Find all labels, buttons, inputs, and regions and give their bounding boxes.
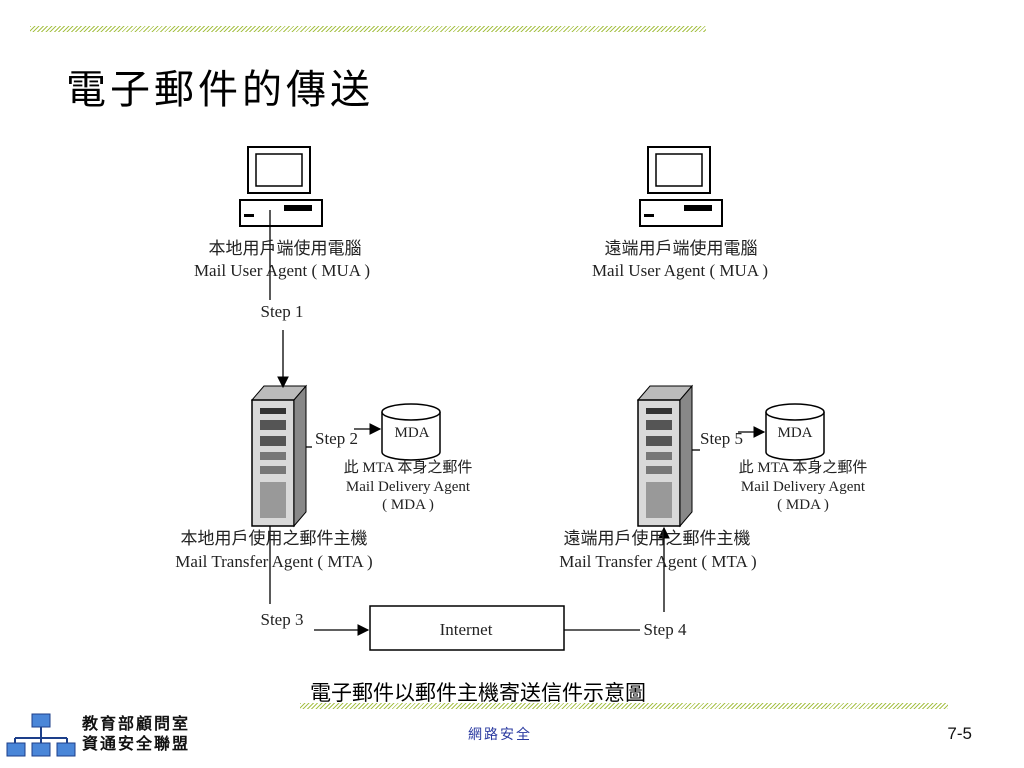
local-mda-desc-zh: 此 MTA 本身之郵件	[343, 460, 473, 476]
remote-mda-desc-abbr: ( MDA )	[777, 497, 829, 513]
diagram-caption: 電子郵件以郵件主機寄送信件示意圖	[310, 681, 646, 705]
slide-title: 電子郵件的傳送	[66, 67, 374, 113]
local-mda-database-icon	[381, 403, 441, 461]
local-mta-label-en: Mail Transfer Agent ( MTA )	[175, 552, 373, 571]
local-mua-label-zh: 本地用戶端使用電腦	[208, 239, 362, 258]
top-decor-bar	[30, 26, 706, 32]
remote-mda-desc-en: Mail Delivery Agent	[740, 479, 866, 495]
local-mda-db-label: MDA	[394, 425, 430, 441]
remote-mta-label-zh: 遠端用戶使用之郵件主機	[563, 529, 751, 548]
remote-mda-db-label: MDA	[777, 425, 813, 441]
remote-mua-label-zh: 遠端用戶端使用電腦	[604, 239, 758, 258]
remote-mta-server-icon	[636, 384, 694, 528]
page-number: 7-5	[947, 724, 972, 743]
remote-mda-database-icon	[765, 403, 825, 461]
internet-box	[369, 605, 565, 651]
step2-label: Step 2	[315, 429, 358, 448]
flow-lines	[269, 210, 766, 636]
remote-mua-label-en: Mail User Agent ( MUA )	[591, 261, 769, 280]
remote-computer-icon	[639, 146, 723, 227]
footer-organization: 教育部顧問室 資通安全聯盟	[82, 714, 190, 754]
bottom-decor-bar	[300, 703, 948, 709]
local-mta-server-icon	[250, 384, 308, 528]
remote-mta-label-en: Mail Transfer Agent ( MTA )	[559, 552, 757, 571]
step4-label: Step 4	[643, 620, 687, 639]
footer-org-line2: 資通安全聯盟	[82, 734, 191, 753]
remote-mda-desc-zh: 此 MTA 本身之郵件	[738, 460, 868, 476]
local-computer-icon	[239, 146, 323, 227]
local-mda-desc-en: Mail Delivery Agent	[345, 479, 471, 495]
footer-org-line1: 教育部顧問室	[82, 714, 191, 733]
footer-course-title: 網路安全	[468, 727, 532, 743]
internet-label: Internet	[439, 620, 493, 639]
step1-label: Step 1	[260, 302, 304, 321]
local-mda-desc-abbr: ( MDA )	[382, 497, 434, 513]
step5-label: Step 5	[700, 429, 743, 448]
step3-label: Step 3	[260, 610, 304, 629]
local-mua-label-en: Mail User Agent ( MUA )	[193, 261, 371, 280]
local-mta-label-zh: 本地用戶使用之郵件主機	[180, 529, 368, 548]
network-logo-icon	[6, 713, 76, 757]
